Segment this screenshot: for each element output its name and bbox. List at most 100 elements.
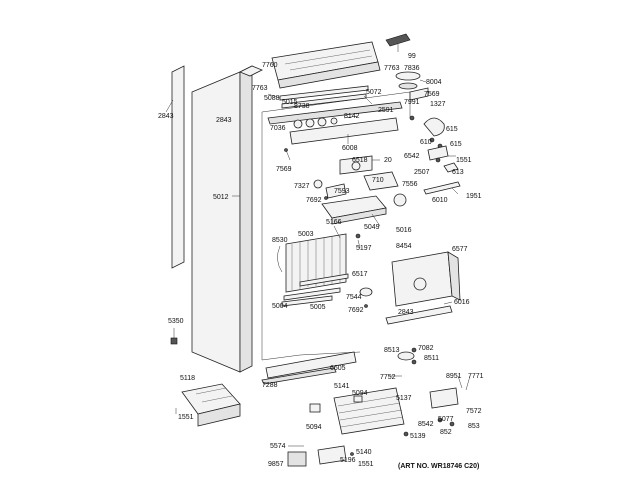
label-8513: 8513 [384,347,400,354]
label-7288: 7288 [262,382,278,389]
label-7760: 7760 [262,62,278,69]
label-99: 99 [408,53,416,60]
label-5016: 5016 [396,227,412,234]
label-8004: 8004 [426,79,442,86]
label-2591: 2591 [378,107,394,114]
part-99 [385,33,411,52]
condenser-coil [333,387,405,435]
label-7036: 7036 [270,125,286,132]
evaporator-clips [333,225,361,249]
label-6517: 6517 [352,271,368,278]
label-8454: 8454 [396,243,412,250]
label-853: 853 [468,423,480,430]
label-5004: 5004 [272,303,288,310]
cam-bracket [427,145,459,173]
label-1551-bottom: 1551 [358,461,374,468]
left-side-rail [165,65,185,269]
label-2507: 2507 [414,169,430,176]
label-6542: 6542 [404,153,420,160]
label-9857: 9857 [268,461,284,468]
label-5166: 5166 [326,219,342,226]
part-9857 [287,445,307,467]
label-5072: 5072 [366,89,382,96]
label-6577: 6577 [452,246,468,253]
strip-6016 [385,301,453,325]
label-852: 852 [440,429,452,436]
label-7991: 7991 [404,99,420,106]
label-8530: 8530 [272,237,288,244]
label-5015: 5015 [282,99,298,106]
label-7327: 7327 [294,183,310,190]
control-knobs [293,115,359,129]
hinge-hardware [409,87,445,149]
label-5350: 5350 [168,318,184,325]
label-5118: 5118 [180,375,195,382]
shaft-6010 [393,181,461,207]
label-7082: 7082 [418,345,434,352]
label-6010: 6010 [432,197,448,204]
part-labels: 99 7760 7763 7836 8004 7763 5088 5015 87… [158,53,484,468]
label-2843-lower: 2843 [398,309,414,316]
lower-strips [281,287,341,307]
label-1327: 1327 [430,101,446,108]
label-1551-top: 1551 [456,157,472,164]
light-assembly [395,71,427,90]
label-5139: 5139 [410,433,426,440]
label-5196: 5196 [340,457,356,464]
label-2843-left: 2843 [158,113,174,120]
label-5094-upper: 5094 [352,390,368,397]
screw-5350 [170,328,178,345]
fan-motor-lower [359,287,373,308]
drain-tray [321,171,399,227]
drain-fitting [397,347,417,365]
label-7763-top: 7763 [384,65,400,72]
bottom-bracket [317,445,354,465]
label-5003: 5003 [298,231,314,238]
label-5137: 5137 [396,395,412,402]
label-1951: 1951 [466,193,482,200]
label-5049: 5049 [364,224,380,231]
fan-assembly [339,155,380,175]
label-710: 710 [372,177,384,184]
label-8142: 8142 [344,113,360,120]
label-5088: 5088 [264,95,280,102]
label-7544: 7544 [346,294,362,301]
label-7593: 7593 [334,188,350,195]
screw-7569-left [284,148,291,161]
label-8951: 8951 [446,373,462,380]
label-7572: 7572 [466,408,482,415]
label-5094-lower: 5094 [306,424,322,431]
top-trim [271,41,381,89]
label-7692-lower: 7692 [348,307,364,314]
label-5574: 5574 [270,443,286,450]
label-7836: 7836 [404,65,420,72]
strip-6517 [299,273,349,287]
label-8511: 8511 [424,355,439,362]
label-6008: 6008 [342,145,358,152]
cabinet-body [191,65,263,373]
label-5077: 5077 [438,416,454,423]
label-7752: 7752 [380,374,396,381]
part-5139 [403,431,409,437]
relay-assembly [429,375,471,427]
label-5141: 5141 [334,383,350,390]
label-610: 610 [420,139,432,146]
label-5012: 5012 [213,194,229,201]
compressor-box [181,383,241,427]
label-2843-cabinet: 2843 [216,117,232,124]
label-5140: 5140 [356,449,372,456]
label-6605: 6605 [330,365,346,372]
label-8738: 8738 [294,103,310,110]
fan-motor [313,179,347,200]
label-7569-left: 7569 [276,166,292,173]
label-1551-left: 1551 [178,414,194,421]
label-6518: 6518 [352,157,368,164]
label-615-lower: 615 [450,141,462,148]
label-8542: 8542 [418,421,434,428]
label-7692-top: 7692 [306,197,322,204]
front-rail [267,95,403,125]
bottom-grille [261,351,357,385]
fan-shroud [391,251,461,307]
label-615-top: 615 [446,126,458,133]
